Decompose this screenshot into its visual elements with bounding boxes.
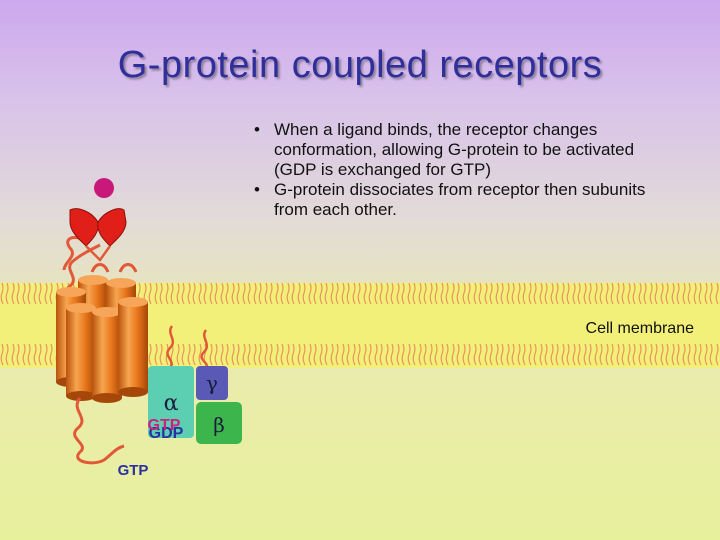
ligand-binding-site-right (97, 208, 127, 247)
receptor-extracellular-loop (90, 263, 110, 273)
ligand-molecule (94, 178, 114, 198)
alpha-label: α (164, 391, 179, 416)
receptor-extracellular-loop (62, 236, 86, 271)
receptor-transmembrane-helices (56, 275, 148, 403)
bullet-text: G-protein dissociates from receptor then… (274, 180, 646, 219)
bullet-list: • When a ligand binds, the receptor chan… (252, 120, 672, 220)
gamma-label: γ (206, 371, 218, 395)
bullet-marker: • (254, 180, 260, 199)
ligand-binding-site-left (69, 208, 99, 247)
g-protein-gamma-subunit (196, 366, 228, 400)
cell-membrane-label: Cell membrane (586, 320, 695, 337)
alpha-lipid-anchor (166, 325, 175, 369)
bullet-text: When a ligand binds, the receptor change… (274, 120, 635, 179)
gtp-on-alpha-label: GTP (148, 417, 181, 434)
receptor-extracellular-loop (118, 263, 138, 273)
gamma-lipid-anchor (200, 329, 209, 369)
bullet-item: • When a ligand binds, the receptor chan… (252, 120, 672, 180)
receptor-c-terminus (73, 397, 125, 465)
gdp-label: GDP (149, 425, 184, 442)
beta-label: β (213, 413, 225, 437)
g-protein-beta-subunit (196, 402, 242, 444)
bullet-item: • G-protein dissociates from receptor th… (252, 180, 672, 220)
slide-title: G-protein coupled receptors (117, 44, 603, 86)
bullet-marker: • (254, 120, 260, 139)
free-gtp-label: GTP (118, 462, 149, 479)
g-protein-alpha-subunit (148, 366, 194, 438)
